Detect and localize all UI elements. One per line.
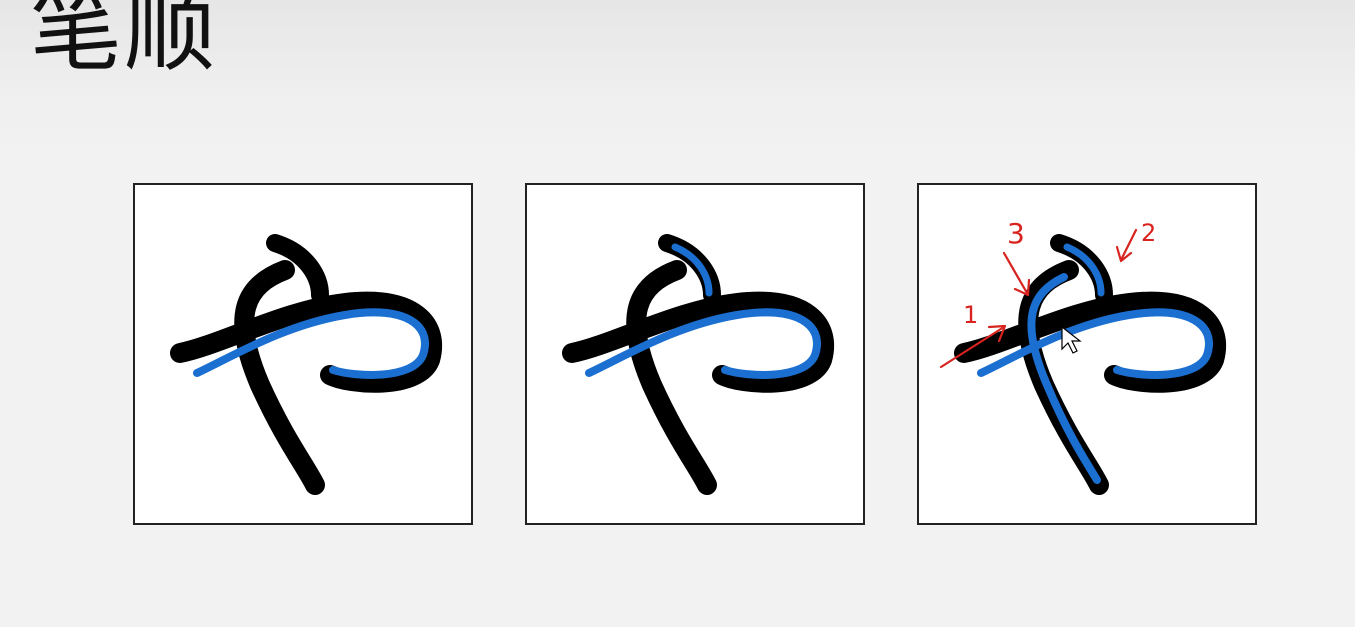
stroke-3-highlight [1027,273,1101,484]
arrow-1-line [939,325,1006,369]
stroke-order-panel-1 [133,183,473,525]
stroke-order-panel-3: 1 2 3 [917,183,1257,525]
character-ya-strokes-1 [170,234,443,495]
annotation-label-1: 1 [963,301,978,329]
stroke-1-highlight [193,308,429,379]
stroke-1-highlight [977,308,1213,379]
annotation-label-2: 2 [1141,219,1156,247]
annotation-label-3: 3 [1007,217,1025,250]
arrow-2-head [1115,245,1133,263]
handwritten-annotations [939,228,1138,369]
stroke-2-base [266,234,329,304]
stroke-1-highlight [585,308,821,379]
stroke-2-highlight [671,243,713,297]
stroke-2-highlight [1063,243,1105,297]
mouse-cursor-icon [1061,325,1082,354]
stroke-order-panel-2 [525,183,865,525]
arrow-1-head [987,324,1007,343]
character-ya-strokes-2 [562,234,835,495]
slide-title: 笔顺 [30,0,219,84]
arrow-3-head [1013,278,1031,297]
arrow-2-line [1119,228,1138,262]
annotation-labels: 1 2 3 [963,217,1156,329]
character-ya-strokes-3: 1 2 3 [939,217,1227,495]
arrow-3-line [1002,251,1029,295]
stroke-3-base [234,260,325,495]
